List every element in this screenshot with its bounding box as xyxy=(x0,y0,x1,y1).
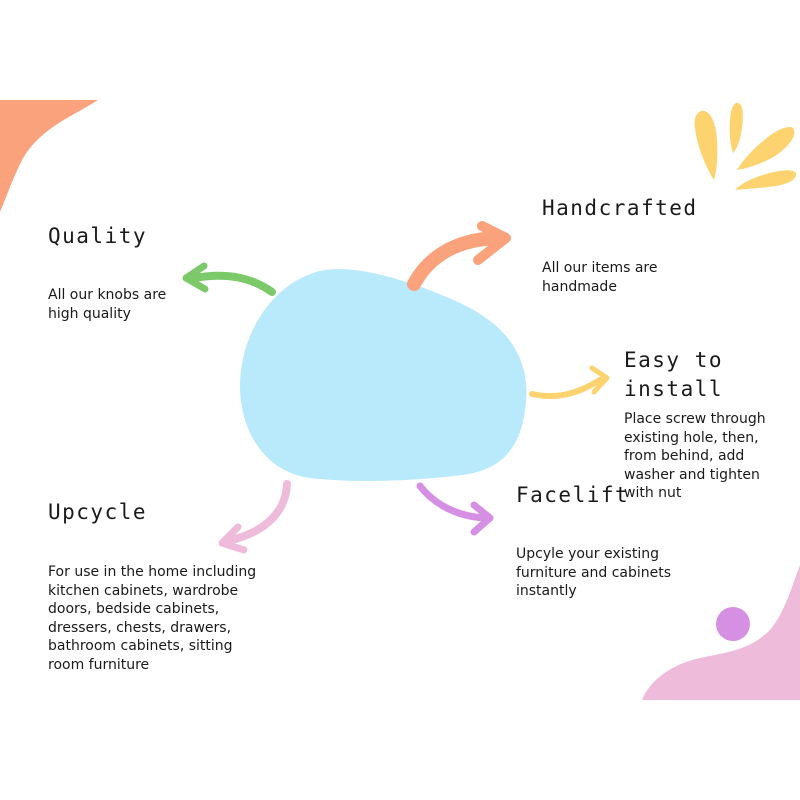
splash-yellow-icon xyxy=(694,102,797,190)
arrow-to-quality xyxy=(182,262,276,296)
node-desc-handcrafted: All our items are handmade xyxy=(542,260,658,295)
node-title-facelift: Facelift xyxy=(516,483,630,507)
node-title-upcycle: Upcycle xyxy=(48,500,148,524)
node-desc-easy-install: Place screw through existing hole, then,… xyxy=(624,411,766,501)
node-desc-facelift: Upcyle your existing furniture and cabin… xyxy=(516,546,672,599)
arrow-to-upcycle xyxy=(218,480,291,554)
corner-blob-orange xyxy=(0,100,98,212)
center-blob xyxy=(240,269,527,482)
arrow-to-facelift xyxy=(416,482,494,536)
node-title-easy-install: Easy to install xyxy=(624,348,724,401)
node-title-quality: Quality xyxy=(48,224,148,248)
arrow-to-easy-install xyxy=(529,365,610,400)
node-desc-quality: All our knobs are high quality xyxy=(48,287,167,322)
dot-purple xyxy=(716,607,750,641)
arrow-to-handcrafted xyxy=(407,221,511,291)
node-title-handcrafted: Handcrafted xyxy=(542,196,698,220)
corner-blob-pink xyxy=(642,565,800,700)
node-desc-upcycle: For use in the home including kitchen ca… xyxy=(48,564,257,673)
